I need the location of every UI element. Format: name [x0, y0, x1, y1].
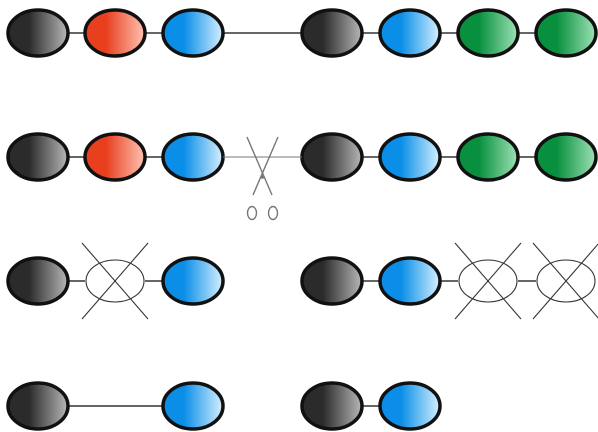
- row-1-intact-strand-full-strand-green-bead-6: [456, 8, 520, 58]
- row-2-cut-strand-left-piece-black-bead-1: [6, 132, 70, 182]
- row-1-intact-strand-full-strand-blue-bead-3: [161, 8, 225, 58]
- row-1-intact-strand-full-strand-green-bead-7: [534, 8, 598, 58]
- overlay-layer: [81, 136, 598, 320]
- row-2-cut-strand-right-piece-blue-bead-2: [378, 132, 442, 182]
- scissors-blade-left: [246, 136, 273, 196]
- row-4-rejoined-pieces-right-piece-blue-bead-2: [378, 381, 442, 431]
- scissors-pivot: [260, 175, 265, 179]
- row-1-intact-strand-full-strand-red-bead-2: [83, 8, 147, 58]
- scissors-ring-right: [267, 205, 279, 221]
- row-4-rejoined-pieces-left-piece-blue-bead-2: [161, 381, 225, 431]
- row-3-removed-beads-right-piece-cross-mark-b-3: [454, 242, 522, 320]
- row-2-cut-strand-right-piece-green-bead-4: [534, 132, 598, 182]
- row-2-cut-strand-left-piece-red-bead-2: [83, 132, 147, 182]
- row-4-rejoined-pieces-left-piece-black-bead-1: [6, 381, 70, 431]
- row-3-removed-beads-right-piece-black-bead-1: [300, 256, 364, 306]
- row-3-removed-beads-right-piece-blue-bead-2: [378, 256, 442, 306]
- row-1-intact-strand-full-strand-black-bead-4: [300, 8, 364, 58]
- row-1-intact-strand-full-strand-blue-bead-5: [378, 8, 442, 58]
- row-3-removed-beads-left-piece-black-bead-1: [6, 256, 70, 306]
- scissors-ring-left: [246, 205, 258, 221]
- row-2-cut-strand-left-piece-blue-bead-3: [161, 132, 225, 182]
- row-3-removed-beads-left-piece-cross-mark-b-2: [81, 242, 149, 320]
- row-3-removed-beads-right-piece-cross-mark-b-4: [532, 243, 598, 320]
- row-2-cut-strand-right-piece-green-bead-3: [456, 132, 520, 182]
- scissors-icon: [223, 136, 302, 221]
- row-1-intact-strand-full-strand-black-bead-1: [6, 8, 70, 58]
- bead-layer: [6, 8, 598, 431]
- row-3-removed-beads-left-piece-blue-bead-3: [161, 256, 225, 306]
- thread-layer: [68, 32, 536, 407]
- scissors-blade-right: [252, 136, 279, 196]
- row-2-cut-strand-right-piece-black-bead-1: [300, 132, 364, 182]
- row-4-rejoined-pieces-right-piece-black-bead-1: [300, 381, 364, 431]
